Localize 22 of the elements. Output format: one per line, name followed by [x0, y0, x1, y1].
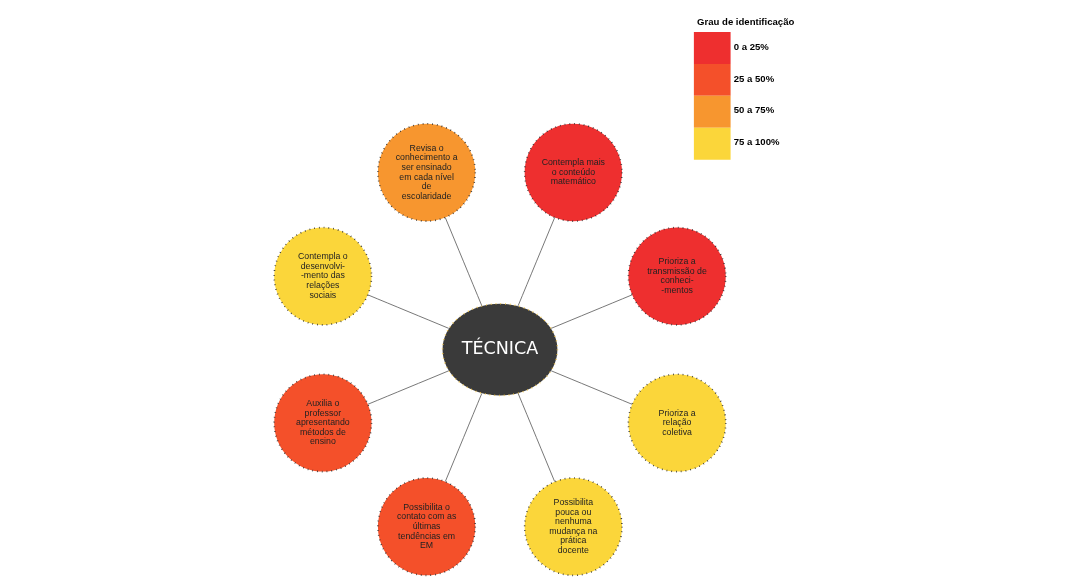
node-circle: Possibilita o contato com as últimas tendências em EM [376, 477, 476, 577]
node-circle: Contempla mais o conteúdo matemático [523, 123, 623, 222]
node-circle: Possibilita pouca ou nenhuma mudança na prática docente [523, 477, 623, 577]
connector [517, 392, 555, 482]
node-ellipse: TÉCNICA [441, 302, 558, 397]
connector [444, 392, 482, 482]
connector [550, 370, 632, 405]
node-circle: Prioriza a relação coletiva [627, 373, 727, 473]
node-circle: Revisa o conhecimento a ser ensinado em cada nível de escolaridade [376, 123, 476, 222]
legend-label: 0 a 25% [733, 40, 769, 52]
legend-label: 75 a 100% [733, 136, 780, 148]
node-circle: Auxilia o professor apresentando métodos de ensino [272, 373, 372, 473]
connector [444, 217, 482, 307]
connector [367, 294, 449, 329]
connector [550, 294, 632, 329]
node-circle: Contempla o desenvolvi- -mento das relações sociais [272, 226, 372, 326]
label: Grau de identificação [696, 16, 794, 28]
node-circle: Prioriza a transmissão de conheci- -mentos [627, 226, 727, 326]
connector [517, 217, 555, 307]
connector [367, 370, 449, 405]
legend-label: 25 a 50% [733, 72, 774, 84]
legend-label: 50 a 75% [733, 104, 774, 116]
